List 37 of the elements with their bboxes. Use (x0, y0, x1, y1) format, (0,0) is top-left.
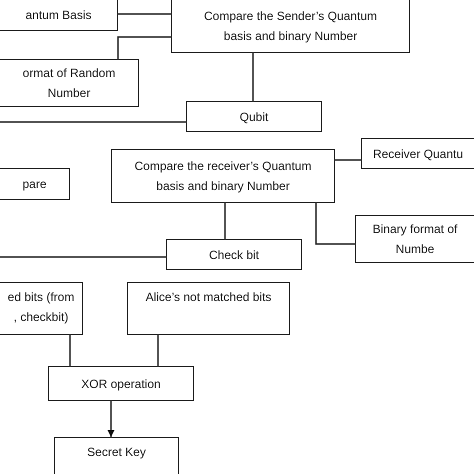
connector-line (69, 335, 71, 366)
process-box (48, 366, 194, 401)
process-box (171, 0, 410, 53)
box-label: pare (22, 176, 47, 193)
connector-line (335, 159, 361, 161)
connector-line (0, 256, 166, 258)
connector-line (315, 203, 355, 245)
process-box (0, 282, 83, 335)
process-box (166, 239, 302, 270)
box-label: ormat of Random Number (22, 65, 116, 102)
process-box (54, 437, 179, 474)
connector-line (117, 36, 171, 59)
process-box (127, 282, 290, 335)
process-box (0, 168, 70, 200)
box-label: Binary format of Numbe (372, 221, 458, 258)
connector-line (0, 121, 186, 123)
box-label: Secret Key (87, 444, 146, 461)
box-label: ed bits (from , checkbit) (6, 289, 76, 326)
process-box (355, 215, 474, 263)
box-label: Compare the receiver’s Quantum basis and binary Number (134, 158, 312, 195)
process-box (111, 149, 335, 203)
box-label: Compare the Sender’s Quantum basis and binary Number (203, 8, 378, 45)
box-label: Check bit (208, 246, 260, 264)
process-box (361, 138, 474, 169)
connector-line (224, 203, 226, 239)
connector-line (157, 335, 159, 366)
box-label: antum Basis (25, 7, 92, 24)
box-label: XOR operation (81, 376, 161, 392)
connector-line (252, 53, 254, 101)
process-box (0, 0, 118, 31)
box-label: Receiver Quantu (372, 146, 464, 162)
arrow (108, 401, 114, 437)
process-box (0, 59, 139, 107)
process-box (186, 101, 322, 132)
box-label: Qubit (240, 108, 268, 126)
box-label: Alice’s not matched bits (146, 289, 272, 306)
connector-line (118, 13, 171, 15)
